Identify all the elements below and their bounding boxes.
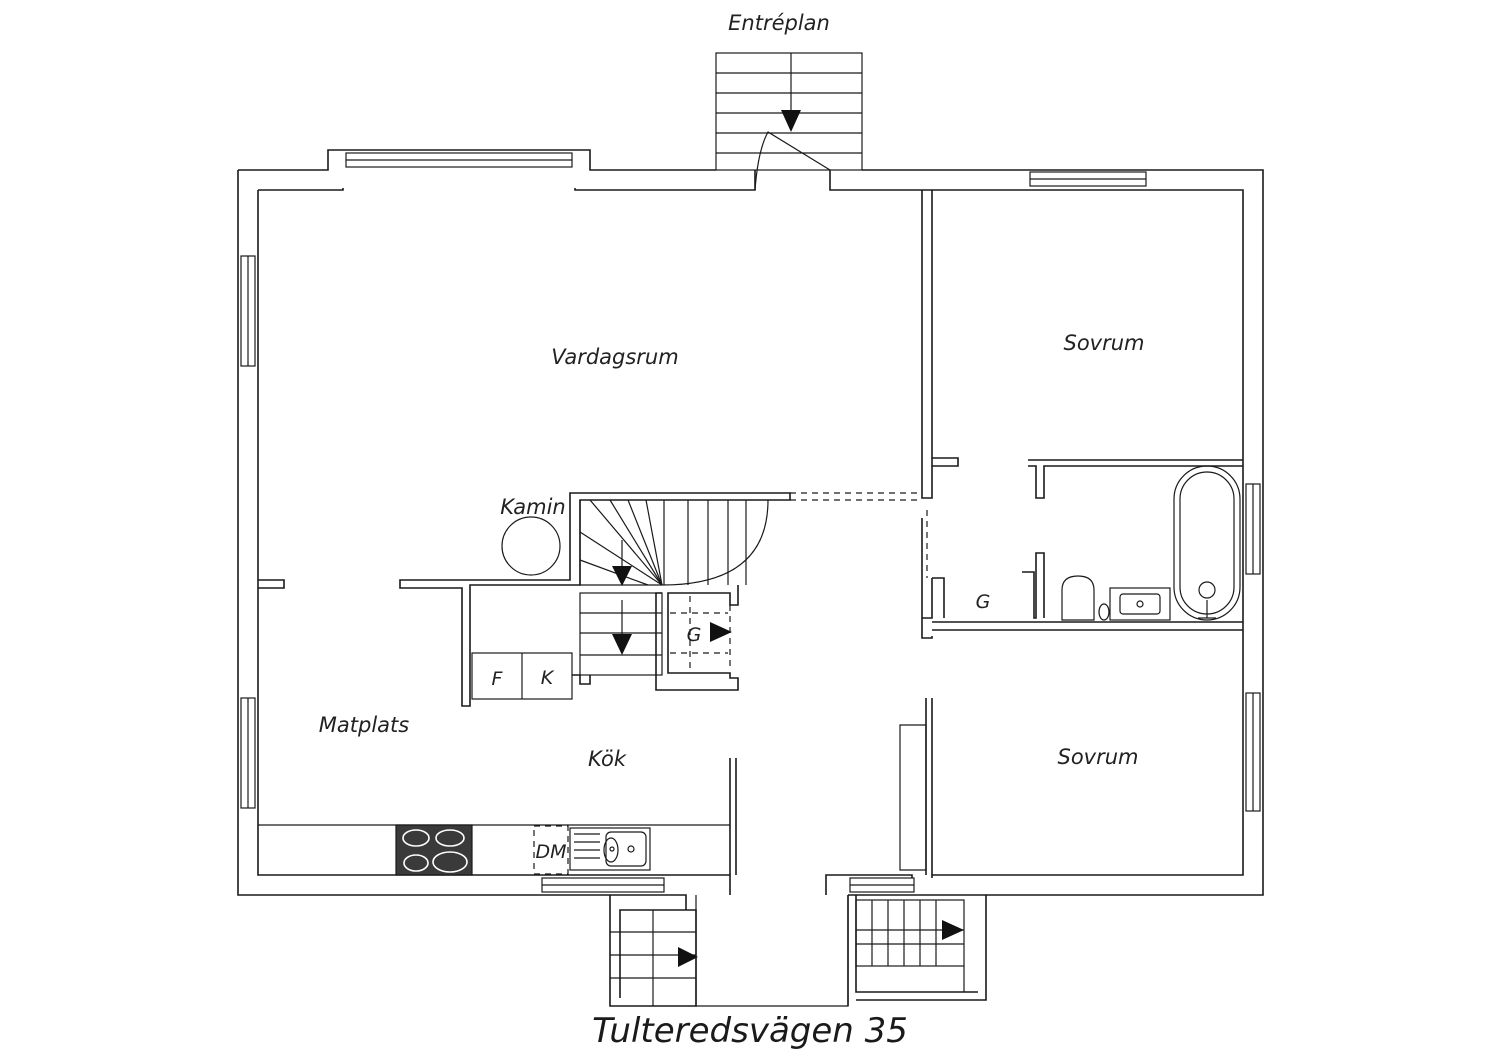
staircase (572, 499, 769, 691)
label-fridge: F (492, 668, 504, 690)
label-fireplace: Kamin (500, 495, 566, 519)
room-labels: Entréplan Vardagsrum Sovrum Kamin G G F … (319, 11, 1145, 1051)
label-kitchen: Kök (588, 747, 627, 771)
label-dishwasher: DM (535, 841, 566, 863)
kitchen-counter (258, 824, 730, 876)
washbasin (1109, 587, 1171, 621)
sink (569, 827, 651, 871)
label-bedroom-top: Sovrum (1063, 331, 1144, 355)
bathtub (1173, 465, 1241, 621)
windows (240, 152, 1261, 893)
label-closet-stair: G (687, 624, 702, 646)
outer-walls (237, 149, 1264, 896)
entry-steps (715, 52, 863, 191)
label-entry: Entréplan (728, 11, 830, 35)
label-bedroom-bottom: Sovrum (1057, 745, 1138, 769)
dishwasher (533, 825, 569, 875)
address-title: Tulteredsvägen 35 (592, 1011, 908, 1051)
label-dining: Matplats (319, 713, 409, 737)
bathroom-fixtures (1061, 465, 1241, 621)
label-closet-hall: G (976, 591, 991, 613)
bottom-left-steps (609, 894, 849, 1007)
fridge-freezer (471, 652, 573, 700)
fireplace-circle (501, 516, 561, 576)
interior-walls (258, 190, 1243, 875)
toilet (1061, 575, 1095, 621)
label-living-room: Vardagsrum (551, 345, 678, 369)
bottom-right-steps (847, 894, 987, 1006)
label-freezer: K (541, 667, 555, 689)
